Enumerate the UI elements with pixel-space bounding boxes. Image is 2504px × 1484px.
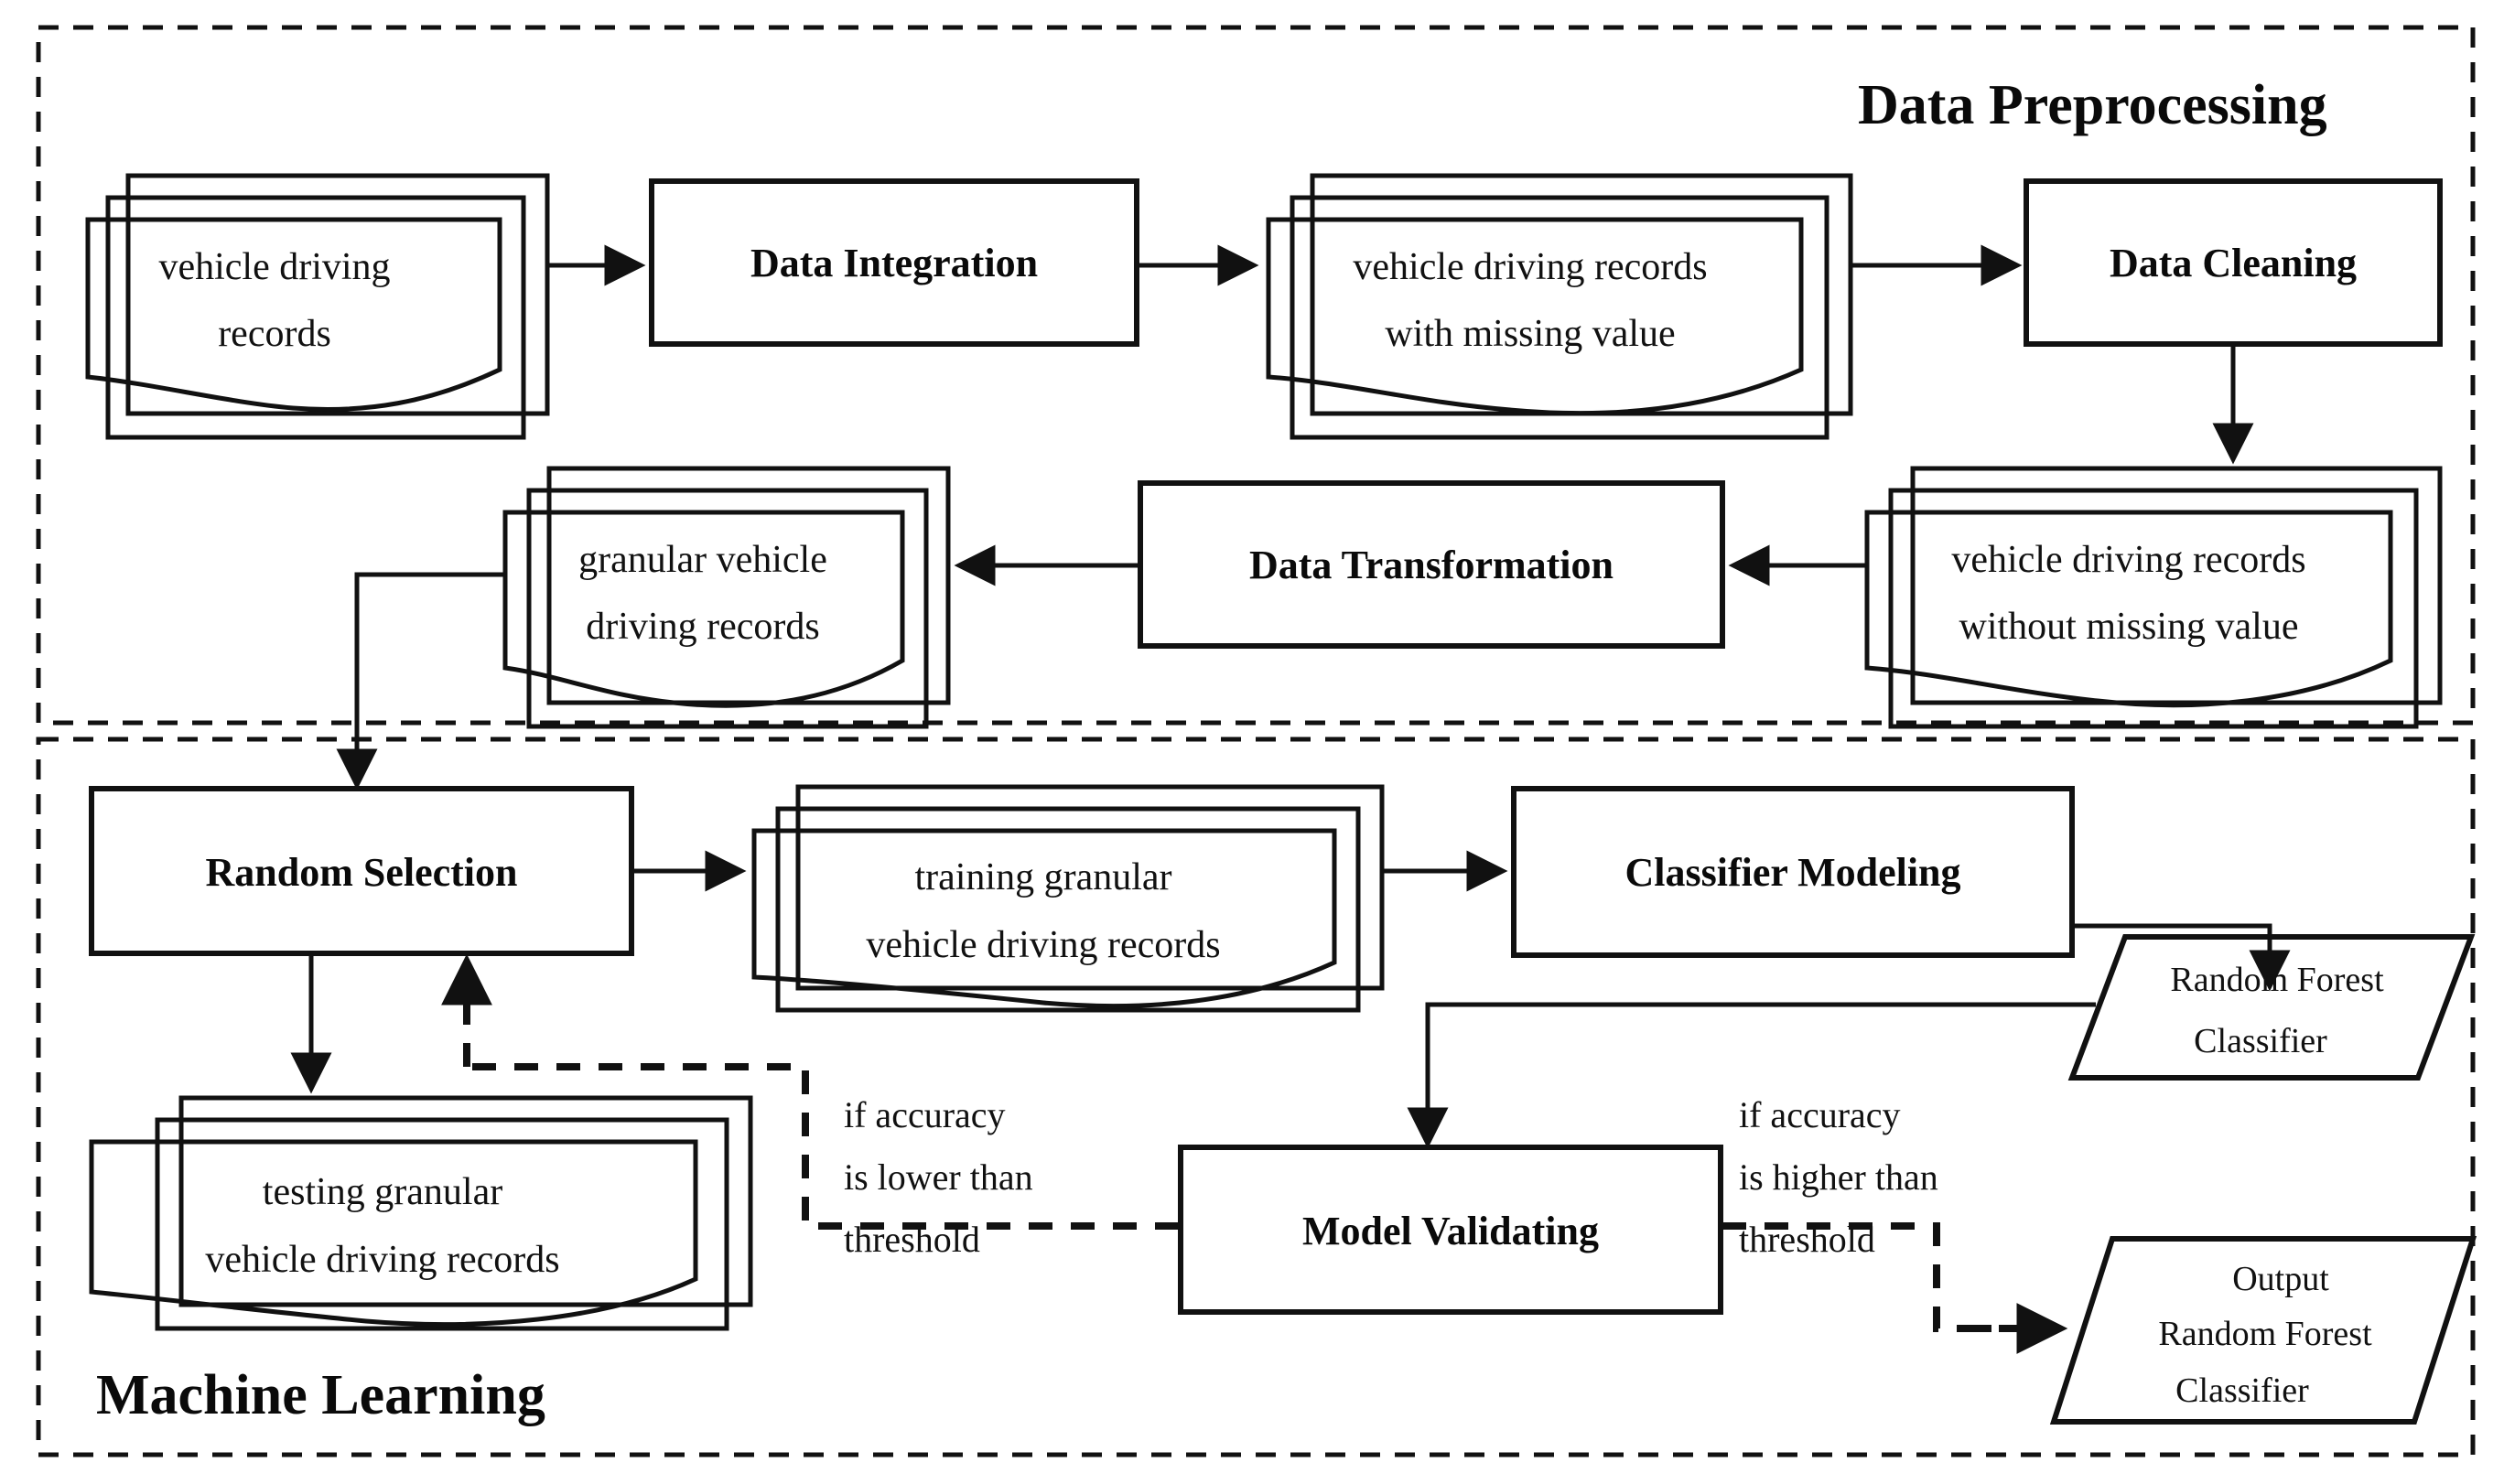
node-label-line1: testing granular xyxy=(263,1171,502,1213)
node-label-line2: Classifier xyxy=(2194,1022,2327,1060)
node-label-line1: vehicle driving xyxy=(158,246,390,288)
section-title-data-preprocessing: Data Preprocessing xyxy=(1858,74,2327,136)
node-data-transformation[interactable]: Data Transformation xyxy=(1138,480,1725,649)
node-training-records[interactable]: training granular vehicle driving record… xyxy=(751,784,1385,1013)
node-label-line2: vehicle driving records xyxy=(866,924,1220,966)
edge-classifier-modeling-to-rf xyxy=(2072,923,2272,935)
node-label-line2: records xyxy=(218,313,331,355)
edge-feedback-lower-accuracy xyxy=(467,1063,1179,1230)
node-data-cleaning[interactable]: Data Cleaning xyxy=(2024,178,2443,347)
node-random-forest-classifier[interactable]: Random Forest Classifier xyxy=(2067,934,2476,1081)
section-border-data-preprocessing xyxy=(36,25,2476,726)
condition-higher-line2: is higher than xyxy=(1739,1156,1938,1198)
section-title-machine-learning: Machine Learning xyxy=(96,1364,545,1426)
node-classifier-modeling[interactable]: Classifier Modeling xyxy=(1511,786,2075,958)
label-condition-higher: if accuracy is higher than threshold xyxy=(1739,1094,1938,1260)
node-model-validating[interactable]: Model Validating xyxy=(1178,1145,1723,1315)
node-label: Model Validating xyxy=(1302,1209,1599,1253)
node-label-line1: training granular xyxy=(914,856,1171,898)
node-label-line1: vehicle driving records xyxy=(1951,539,2305,581)
node-label-line1: Output xyxy=(2232,1260,2329,1298)
condition-higher-line1: if accuracy xyxy=(1739,1094,1901,1135)
label-condition-lower: if accuracy is lower than threshold xyxy=(844,1094,1033,1260)
node-data-integration[interactable]: Data Integration xyxy=(649,178,1139,347)
node-label: Classifier Modeling xyxy=(1624,850,1960,895)
node-label-line2: with missing value xyxy=(1385,313,1675,355)
condition-lower-line1: if accuracy xyxy=(844,1094,1006,1135)
node-label: Random Selection xyxy=(206,850,518,895)
node-records-without-missing-value[interactable]: vehicle driving records without missing … xyxy=(1864,466,2443,729)
node-vehicle-driving-records[interactable]: vehicle driving records xyxy=(85,173,550,440)
node-label-line1: Random Forest xyxy=(2170,961,2384,999)
node-label-line2: driving records xyxy=(586,606,819,648)
node-label-line3: Classifier xyxy=(2175,1371,2309,1410)
condition-lower-line2: is lower than xyxy=(844,1156,1033,1198)
node-output-random-forest-classifier[interactable]: Output Random Forest Classifier xyxy=(2049,1236,2477,1425)
edge-granular-to-random-selection xyxy=(336,572,505,790)
edge-success-higher-accuracy xyxy=(1722,1222,2045,1332)
node-label-line2: Random Forest xyxy=(2158,1315,2372,1353)
edge-rf-to-model-validating xyxy=(1407,1002,2096,1149)
node-label-line1: vehicle driving records xyxy=(1353,246,1707,288)
node-label: Data Transformation xyxy=(1249,543,1614,587)
node-granular-records[interactable]: granular vehicle driving records xyxy=(502,466,951,729)
condition-lower-line3: threshold xyxy=(844,1219,980,1260)
node-random-selection[interactable]: Random Selection xyxy=(89,786,634,956)
node-label-line2: without missing value xyxy=(1959,606,2299,648)
node-label: Data Integration xyxy=(750,241,1038,285)
section-border-machine-learning xyxy=(36,737,2476,1457)
node-label: Data Cleaning xyxy=(2110,241,2357,285)
node-label-line2: vehicle driving records xyxy=(205,1239,559,1281)
condition-higher-line3: threshold xyxy=(1739,1219,1875,1260)
node-label-line1: granular vehicle xyxy=(578,539,827,581)
node-testing-records[interactable]: testing granular vehicle driving records xyxy=(89,1095,753,1331)
node-records-with-missing-value[interactable]: vehicle driving records with missing val… xyxy=(1266,173,1853,440)
